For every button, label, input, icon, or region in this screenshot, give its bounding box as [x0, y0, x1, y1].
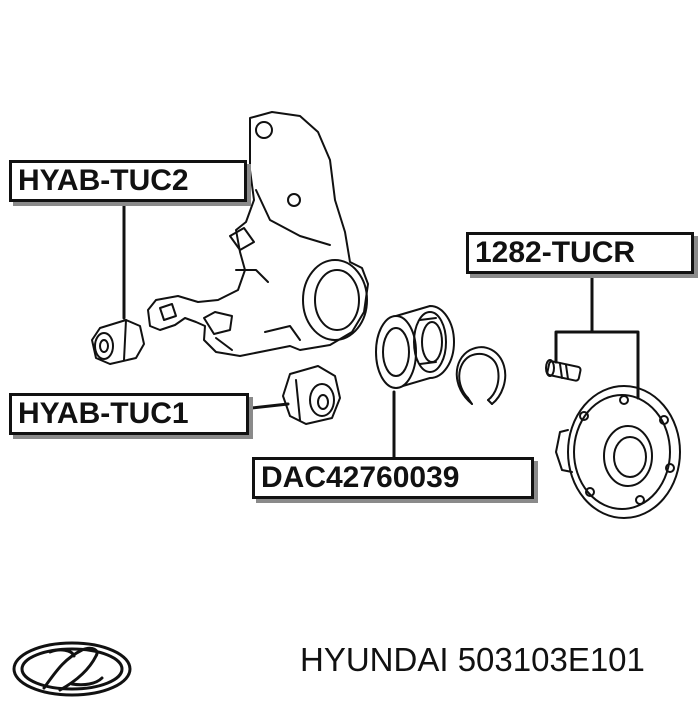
- hyundai-logo-icon: [14, 643, 130, 695]
- part-label-hyab-tuc2: HYAB-TUC2: [9, 160, 247, 202]
- wheel-stud: [546, 360, 581, 381]
- steering-knuckle: [148, 112, 368, 356]
- bushing-tuc2: [92, 320, 144, 364]
- wheel-bearing: [376, 306, 454, 388]
- part-label-dac42760039: DAC42760039: [252, 457, 534, 499]
- wheel-hub: [556, 386, 680, 518]
- bushing-tuc1: [283, 366, 340, 424]
- caption-brand: HYUNDAI: [300, 641, 449, 678]
- caption-part-number: 503103E101: [457, 641, 645, 678]
- part-label-1282-tucr: 1282-TUCR: [466, 232, 694, 274]
- snap-ring: [457, 347, 506, 404]
- part-label-hyab-tuc1: HYAB-TUC1: [9, 393, 249, 435]
- caption: HYUNDAI 503103E101: [300, 640, 645, 680]
